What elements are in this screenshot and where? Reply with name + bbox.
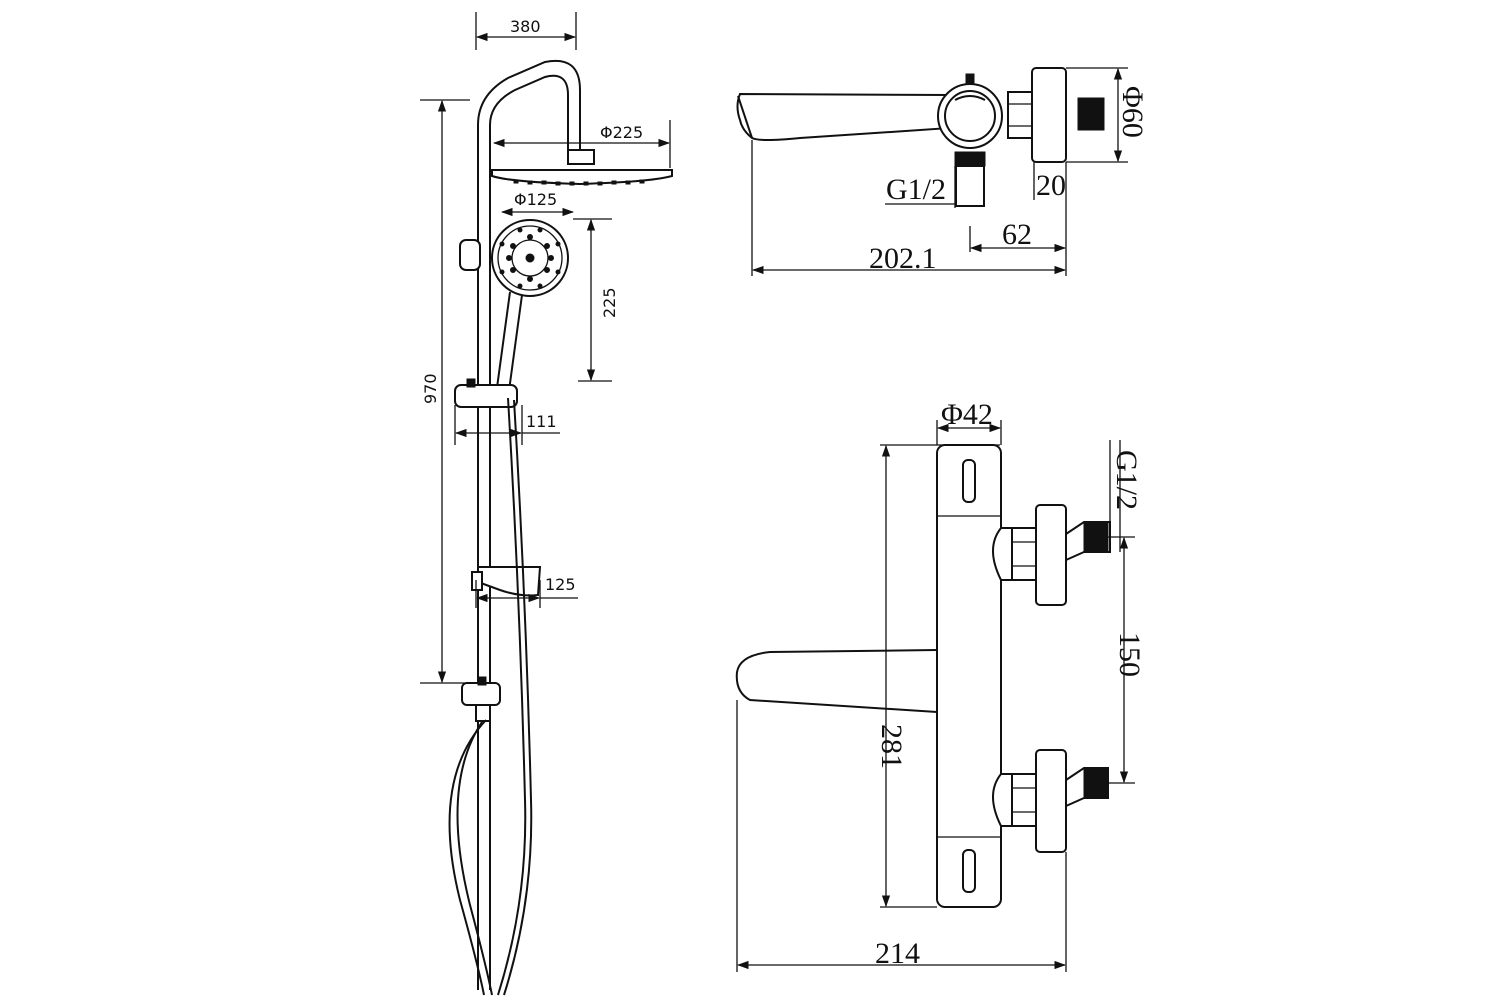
top-handle-slot [962,459,976,503]
lower-inlet-nut [1011,773,1037,827]
mixer-body [936,444,1002,908]
bottom-bracket-knob [477,676,487,686]
slider-holder [454,384,518,408]
bottom-handle-slot [962,849,976,893]
lower-thread [1083,767,1109,799]
riser-pipe [477,59,581,990]
dim-holder-offset: 111 [526,412,557,431]
bottom-bracket [461,682,501,706]
dim-total-length: 202.1 [869,242,937,275]
dim-offset: 62 [1002,218,1032,251]
dim-inlet-centers: 150 [1113,632,1146,677]
dim-total-width: 214 [875,937,920,970]
slider-knob [466,378,476,388]
spout-front [735,649,938,713]
mixer-side-view: Φ60 G1/2 20 62 202.1 [736,67,1149,276]
hand-shower [491,219,569,400]
upper-inlet-nut [1011,527,1037,581]
dim-body-diameter: Φ42 [941,398,993,431]
mixer-front-view: Φ42 G1/2 150 281 214 [735,398,1146,972]
shower-hose-inner [456,721,493,996]
soap-shelf [477,566,542,597]
wall-flange-side [1031,67,1067,163]
dim-total-height: 970 [421,373,440,404]
dim-head-to-handshower: 225 [600,287,619,318]
shower-head-nozzles [513,179,645,186]
lower-flange [1035,749,1067,853]
riser-pipe-inner [489,74,569,990]
wall-bracket-upper [459,239,481,271]
upper-thread [1083,521,1109,553]
mixer-body-section [937,83,1003,149]
shower-hose [448,719,487,996]
dim-handshower-diameter: Φ125 [514,190,557,209]
spout-side [736,92,951,141]
dim-thread-front: G1/2 [1110,450,1143,510]
bottom-outlet-thread [954,151,986,167]
dim-body-height: 281 [875,724,908,769]
dim-thread-side: G1/2 [886,173,946,206]
shower-hose-right [497,397,527,996]
soap-shelf-clip [471,571,483,591]
threaded-inlet-side [1077,97,1105,131]
dim-head-diameter: Φ225 [600,123,643,142]
dim-shelf-width: 125 [545,575,576,594]
dim-flange-thickness: 20 [1036,169,1066,202]
shower-hose-right-inner [503,399,533,996]
dim-width-380: 380 [510,17,541,36]
shower-head-connector [567,149,595,165]
shower-head [491,169,673,186]
upper-flange [1035,504,1067,606]
eccentric-nut-side [1007,91,1033,139]
dim-flange-diameter: Φ60 [1116,86,1149,138]
shower-column-view: 380 Φ225 Φ125 225 970 111 125 [420,12,673,996]
hose-connector [475,704,491,722]
